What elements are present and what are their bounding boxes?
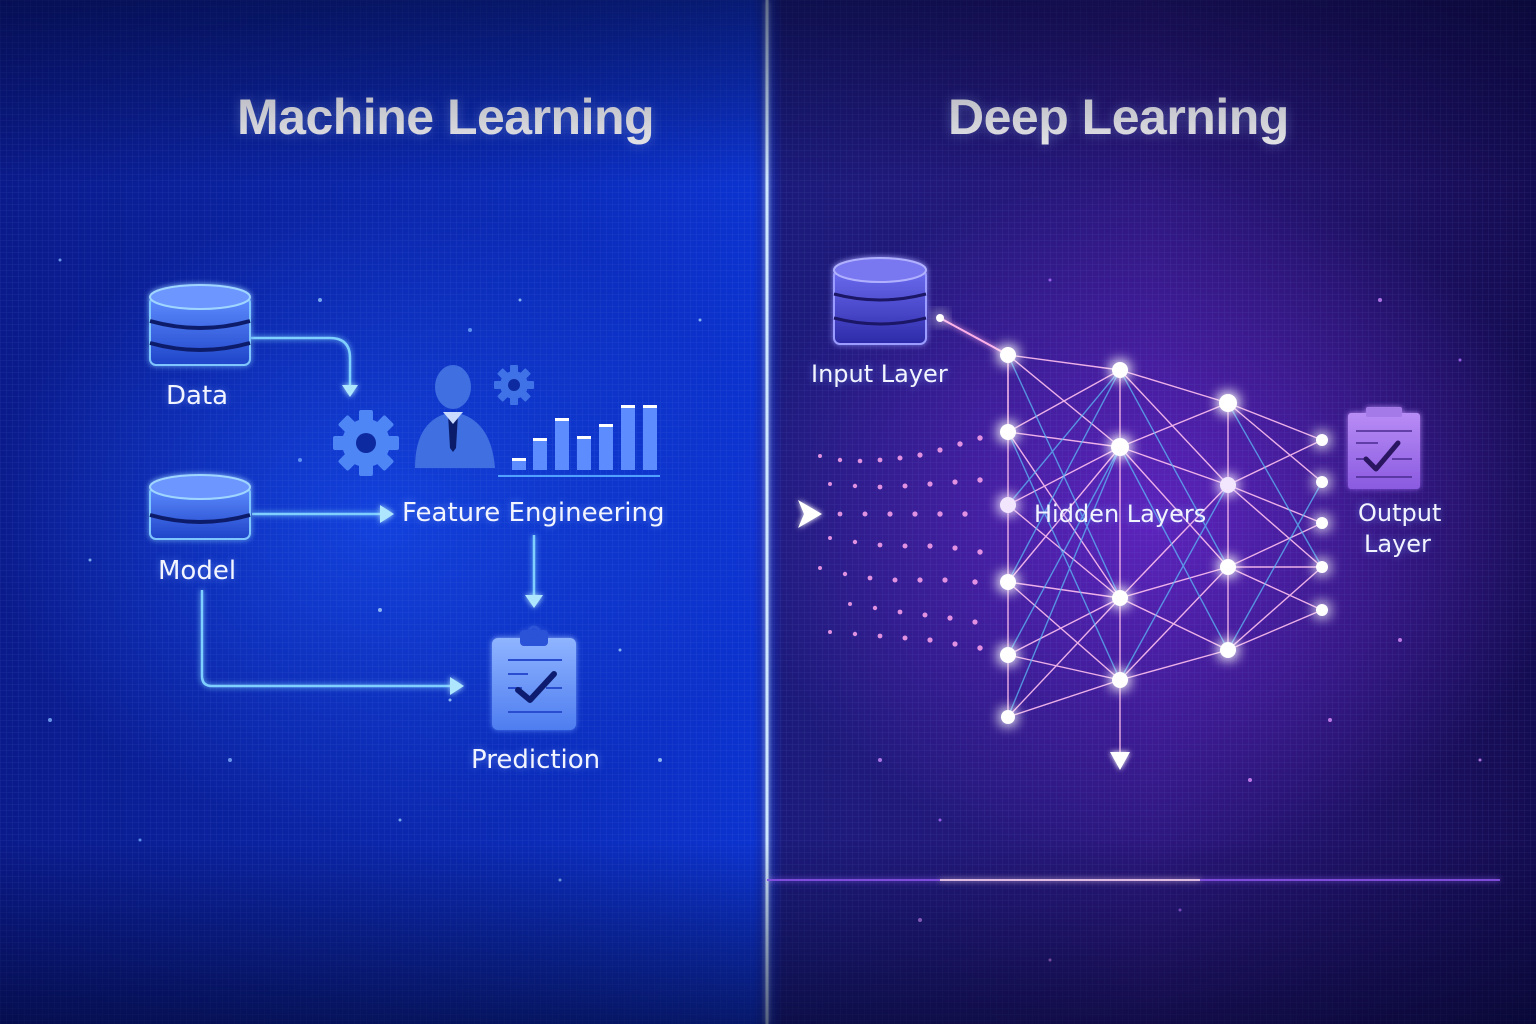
neural-network-nodes xyxy=(1000,347,1328,724)
arrow-down-icon xyxy=(525,595,543,608)
feature-engineering-label: Feature Engineering xyxy=(402,498,665,528)
output-layer-label-line1: Output xyxy=(1358,499,1442,527)
person-icon xyxy=(415,365,495,468)
neural-network-edges xyxy=(1007,354,1323,760)
model-label: Model xyxy=(158,556,237,586)
star-particles xyxy=(48,258,1482,962)
input-layer-label: Input Layer xyxy=(811,360,948,388)
arrow-right-icon xyxy=(450,677,464,695)
ml-flow-arrows xyxy=(200,336,536,688)
database-icon xyxy=(149,474,251,540)
arrow-right-icon xyxy=(798,500,822,528)
machine-learning-title: Machine Learning xyxy=(237,89,655,145)
hidden-layers-label: Hidden Layers xyxy=(1034,500,1207,528)
prediction-label: Prediction xyxy=(471,745,601,775)
arrow-down-icon xyxy=(1110,752,1130,770)
input-signal-streams xyxy=(818,435,983,651)
database-icon xyxy=(833,257,927,345)
output-layer-label-line2: Layer xyxy=(1364,530,1431,558)
gear-icon xyxy=(333,410,399,476)
data-label: Data xyxy=(166,381,229,411)
database-icon xyxy=(149,284,251,366)
arrow-right-icon xyxy=(380,505,394,523)
clipboard-check-icon xyxy=(1348,407,1420,489)
deep-learning-title: Deep Learning xyxy=(948,89,1289,145)
clipboard-check-icon xyxy=(492,625,576,730)
arrow-down-icon xyxy=(342,385,358,397)
bar-chart-icon xyxy=(498,405,660,477)
gear-icon xyxy=(494,365,534,405)
